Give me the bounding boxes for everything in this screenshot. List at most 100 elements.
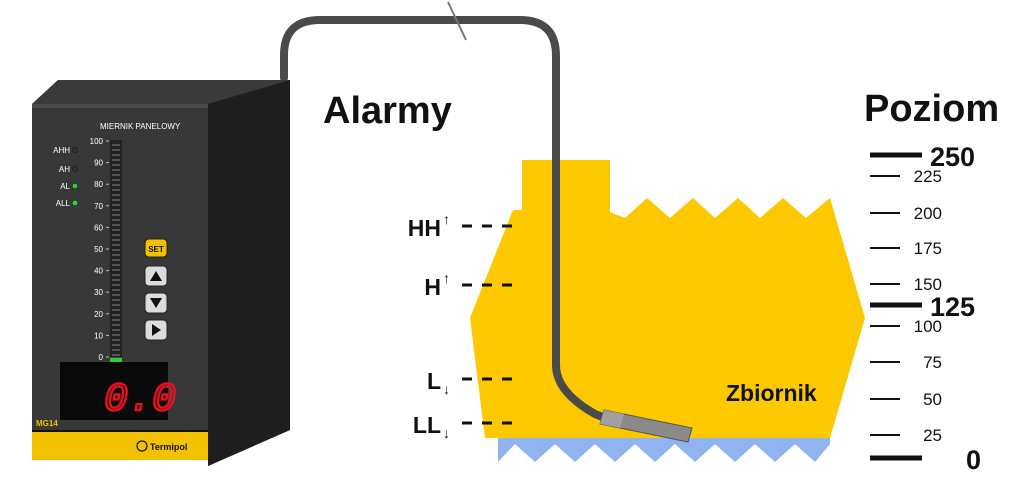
meter-model: MG14 xyxy=(36,419,58,428)
bargraph-segment xyxy=(112,339,120,341)
level-major-label: 250 xyxy=(930,142,975,172)
bargraph-segment xyxy=(112,214,120,216)
meter-scale-label: 90 xyxy=(94,159,103,168)
bargraph-segment xyxy=(112,194,120,196)
bargraph-segment xyxy=(112,149,120,151)
bargraph-segment xyxy=(112,279,120,281)
alarm-markers: HH↑H↑L↓LL↓ xyxy=(408,211,516,441)
alarm-arrow-up-icon: ↑ xyxy=(443,270,450,286)
alarm-arrow-up-icon: ↑ xyxy=(443,211,450,227)
level-sensor-probe xyxy=(599,409,693,443)
alarm-arrow-down-icon: ↓ xyxy=(443,381,450,397)
level-minor-label: 50 xyxy=(923,390,942,409)
arrow-right-icon xyxy=(152,324,161,336)
bargraph-segment xyxy=(112,254,120,256)
level-minor-label: 175 xyxy=(914,239,942,258)
tank-label: Zbiornik xyxy=(726,380,817,406)
bargraph-segment xyxy=(112,184,120,186)
bargraph-segment xyxy=(112,209,120,211)
alarm-label-h: H xyxy=(424,274,441,300)
bargraph-segment xyxy=(112,169,120,171)
digital-display xyxy=(60,362,168,420)
bargraph-segment xyxy=(112,204,120,206)
bargraph-segment xyxy=(112,239,120,241)
tank-body xyxy=(470,160,865,438)
bargraph-segment xyxy=(112,249,120,251)
arrow-up-icon xyxy=(150,271,162,281)
bargraph-segment xyxy=(112,304,120,306)
bargraph-segment xyxy=(112,189,120,191)
bargraph-segment xyxy=(112,319,120,321)
level-minor-label: 200 xyxy=(914,204,942,223)
alarms-heading: Alarmy xyxy=(323,90,452,132)
panel-meter: MIERNIK PANELOWY 1009080706050403020100 … xyxy=(32,80,290,466)
bargraph-segment xyxy=(112,344,120,346)
set-button[interactable] xyxy=(144,238,168,258)
led-indicator-all xyxy=(71,199,79,207)
bargraph-segment xyxy=(112,229,120,231)
led-indicator-ahh xyxy=(71,146,79,154)
bargraph-segment xyxy=(112,309,120,311)
bargraph-segment xyxy=(112,174,120,176)
termipol-logo-icon xyxy=(136,440,148,452)
meter-title: MIERNIK PANELOWY xyxy=(100,122,181,131)
led-indicator-ah xyxy=(71,165,79,173)
led-label-all: ALL xyxy=(56,199,71,208)
led-label-ahh: AHH xyxy=(53,146,70,155)
bargraph-segment xyxy=(112,154,120,156)
level-minor-label: 25 xyxy=(923,426,942,445)
bargraph-segment xyxy=(112,234,120,236)
meter-brand: Termipol xyxy=(150,442,187,452)
alarm-arrow-down-icon: ↓ xyxy=(443,425,450,441)
bargraph-segment xyxy=(112,264,120,266)
sensor-cable xyxy=(280,16,619,426)
bargraph-segment xyxy=(112,159,120,161)
bargraph-segment xyxy=(112,334,120,336)
meter-scale-label: 20 xyxy=(94,310,103,319)
level-heading: Poziom xyxy=(864,88,999,130)
level-minor-label: 225 xyxy=(914,167,942,186)
meter-scale-label: 30 xyxy=(94,288,103,297)
level-minor-label: 100 xyxy=(914,317,942,336)
display-value: 0.0 xyxy=(104,378,176,423)
led-label-al: AL xyxy=(60,182,70,191)
bargraph-segment xyxy=(112,259,120,261)
alarm-label-hh: HH xyxy=(408,215,441,241)
bargraph-segment xyxy=(112,164,120,166)
alarm-label-ll: LL xyxy=(413,412,441,438)
meter-scale-label: 60 xyxy=(94,223,103,232)
bargraph-fill xyxy=(110,357,122,362)
bargraph-segment xyxy=(112,294,120,296)
meter-scale-label: 100 xyxy=(90,137,104,146)
meter-scale-label: 0 xyxy=(99,353,104,362)
bargraph-segment xyxy=(112,269,120,271)
level-minor-label: 75 xyxy=(923,353,942,372)
bargraph-segment xyxy=(112,284,120,286)
bargraph-segment xyxy=(112,274,120,276)
bargraph-segment xyxy=(112,244,120,246)
bargraph-segment xyxy=(112,314,120,316)
meter-scale-label: 40 xyxy=(94,267,103,276)
set-button-label: SET xyxy=(148,245,164,254)
bargraph-segment xyxy=(112,329,120,331)
led-label-ah: AH xyxy=(59,165,70,174)
bargraph-segment xyxy=(112,144,120,146)
meter-scale-label: 50 xyxy=(94,245,103,254)
bargraph-segment xyxy=(112,199,120,201)
bargraph-segment xyxy=(112,349,120,351)
meter-scale-label: 80 xyxy=(94,180,103,189)
bargraph-segment xyxy=(112,224,120,226)
bargraph-segment xyxy=(112,289,120,291)
tank: Zbiornik xyxy=(470,160,865,462)
meter-bottom-strip xyxy=(32,430,208,460)
arrow-down-icon xyxy=(150,298,162,308)
bargraph-segment xyxy=(112,324,120,326)
alarm-label-l: L xyxy=(427,368,441,394)
bargraph-segment xyxy=(112,299,120,301)
bargraph-segment xyxy=(112,219,120,221)
meter-scale-label: 10 xyxy=(94,331,103,340)
level-major-label: 0 xyxy=(966,445,981,475)
led-indicator-al xyxy=(71,182,79,190)
